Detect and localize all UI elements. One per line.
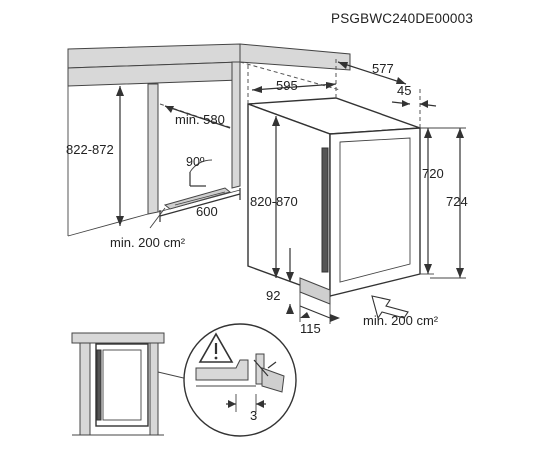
door-handle [321,147,329,273]
built-in-detail [71,323,297,437]
door-angle-label: 90º [186,155,205,169]
appliance-door [329,127,421,297]
door-glass [339,137,411,283]
depth-dim [337,61,407,85]
width-dim-line [159,193,241,217]
plinth-height-label: 92 [266,288,280,303]
niche-height-label: 822-872 [66,142,114,157]
detail-right-wall [149,342,159,436]
gap-label: 3 [250,408,257,423]
detail-left-wall [79,342,91,436]
niche-width-label: 600 [196,204,218,219]
detail-door [95,343,149,427]
airflow-arrow-icon [371,295,409,320]
total-height-label: 724 [446,194,468,209]
niche-right-wall [231,61,241,189]
plinth-depth-label: 115 [300,321,321,336]
warning-triangle-icon [198,332,234,363]
detail-door-glass [102,349,142,421]
appliance-drawing [247,56,466,324]
width-dim [251,83,337,91]
niche-left-wall [147,83,159,215]
niche-depth-label: min. 580 [175,112,225,127]
model-code: PSGBWC240DE00003 [331,11,473,26]
appliance-depth-label: 577 [372,61,394,76]
detail-handle [96,349,102,421]
door-thickness-label: 45 [397,83,411,98]
vent-area-bottom-label: min. 200 cm² [110,235,186,250]
angle-arc [189,159,213,173]
appliance-width-label: 595 [276,78,298,93]
vent-area-front-label: min. 200 cm² [363,313,439,328]
niche-drawing [67,43,351,237]
countertop-side [239,43,351,71]
body-height-label: 720 [422,166,444,181]
adjustable-height-label: 820-870 [250,194,298,209]
magnified-wall [195,359,249,381]
detail-worktop [71,332,165,344]
